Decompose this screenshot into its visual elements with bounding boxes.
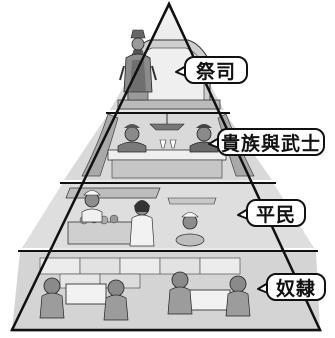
slaves-label-pointer bbox=[257, 282, 269, 294]
tier-commoners-scene bbox=[22, 184, 314, 248]
commoners-label-pointer bbox=[237, 208, 249, 220]
tier-priest-scene bbox=[110, 8, 224, 110]
tier-label-commoners: 平民 bbox=[246, 199, 306, 227]
tier-slaves-scene bbox=[12, 252, 320, 330]
priest-label-pointer bbox=[175, 65, 187, 77]
tier-label-nobles: 貴族與武士 bbox=[217, 128, 325, 156]
tier-label-priest: 祭司 bbox=[184, 56, 248, 84]
nobles-label-pointer bbox=[208, 137, 220, 149]
tier-label-slaves: 奴隸 bbox=[266, 273, 326, 301]
